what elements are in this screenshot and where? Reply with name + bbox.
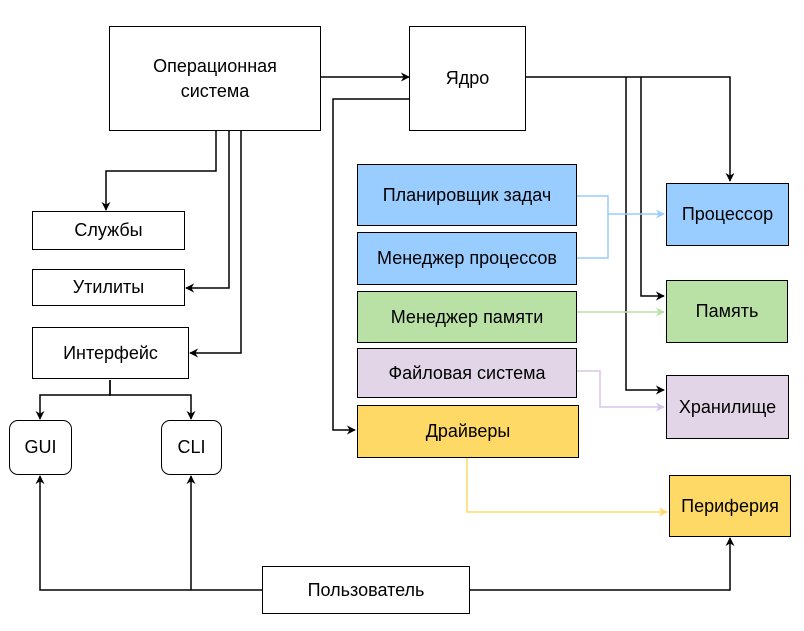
edge-file-system-storage	[577, 370, 665, 412]
edge-user-gui	[35, 475, 262, 591]
edge-kernel-storage	[625, 77, 665, 395]
edge-kernel-cpu	[526, 76, 735, 182]
node-user: Пользователь	[262, 566, 470, 614]
edge-os-interface	[189, 131, 242, 358]
node-memory-manager: Менеджер памяти	[357, 291, 577, 343]
node-cpu: Процессор	[666, 183, 789, 246]
node-peripherals: Периферия	[669, 475, 791, 537]
edge-os-utilities	[185, 131, 230, 293]
node-storage: Хранилище	[666, 375, 789, 439]
edge-drivers-peripherals	[466, 458, 668, 517]
edge-scheduler-cpu	[577, 195, 665, 219]
node-interface: Интерфейс	[32, 327, 189, 379]
node-utilities: Утилиты	[32, 269, 185, 306]
node-scheduler: Планировщик задач	[357, 164, 577, 226]
node-file-system: Файловая система	[357, 348, 577, 398]
node-cli: CLI	[161, 420, 222, 475]
edge-process-manager-cpu	[577, 214, 609, 259]
edge-os-services	[101, 131, 217, 211]
edge-interface-gui	[35, 380, 111, 420]
node-memory: Память	[666, 280, 788, 343]
node-process-manager: Менеджер процессов	[357, 232, 577, 285]
edge-kernel-drivers	[332, 98, 409, 435]
edge-user-peripherals	[470, 537, 735, 591]
node-kernel: Ядро	[409, 26, 526, 131]
node-drivers: Драйверы	[357, 405, 579, 458]
node-gui: GUI	[9, 420, 72, 475]
node-services: Службы	[32, 211, 185, 250]
edge-interface-cli	[109, 380, 196, 420]
edge-kernel-memory	[640, 77, 665, 301]
node-os: Операционная система	[109, 26, 321, 131]
